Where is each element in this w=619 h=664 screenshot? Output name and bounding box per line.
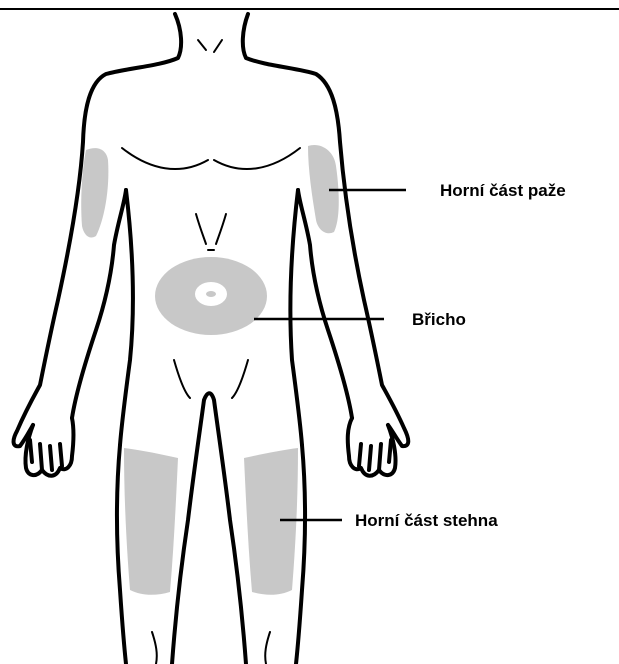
zone-right-thigh (244, 448, 298, 595)
label-upper-thigh: Horní část stehna (355, 511, 498, 530)
zone-left-upper-arm (81, 148, 108, 237)
label-upper-arm: Horní část paže (440, 181, 566, 200)
navel (206, 291, 216, 297)
label-abdomen: Břicho (412, 310, 466, 329)
body-outline (14, 14, 409, 664)
zone-left-thigh (124, 448, 178, 595)
